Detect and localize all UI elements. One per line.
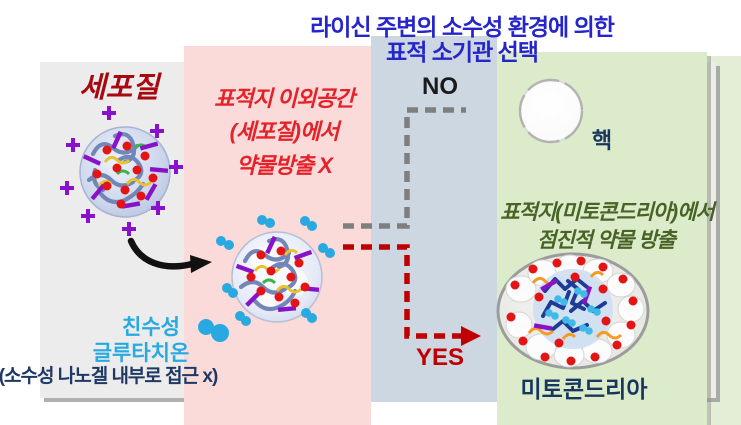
glutathione-label-line-2: 글루타치온 xyxy=(92,342,190,365)
glutathione-note: (소수성 나노겔 내부로 접근 x) xyxy=(0,366,218,387)
off-target-text-line-1: 표적지 이외공간 xyxy=(214,86,355,111)
no-label: NO xyxy=(422,73,458,100)
off-target-text-line-2: (세포질)에서 xyxy=(229,119,340,144)
glutathione-label-line-1: 친수성 xyxy=(122,316,180,339)
nucleus-label: 핵 xyxy=(591,128,613,153)
mitochondria-label: 미토콘드리아 xyxy=(520,376,648,402)
title-line-1: 라이신 주변의 소수성 환경에 의한 xyxy=(310,14,615,40)
yes-label: YES xyxy=(415,344,465,371)
target-release-line-2: 점진적 약물 방출 xyxy=(537,229,676,252)
target-release-line-1: 표적지(미토콘드리아)에서 xyxy=(500,201,715,224)
title-line-2: 표적 소기관 선택 xyxy=(386,39,539,65)
off-target-text-line-3: 약물방출 X xyxy=(236,153,333,178)
cytoplasm-label: 세포질 xyxy=(78,72,160,104)
